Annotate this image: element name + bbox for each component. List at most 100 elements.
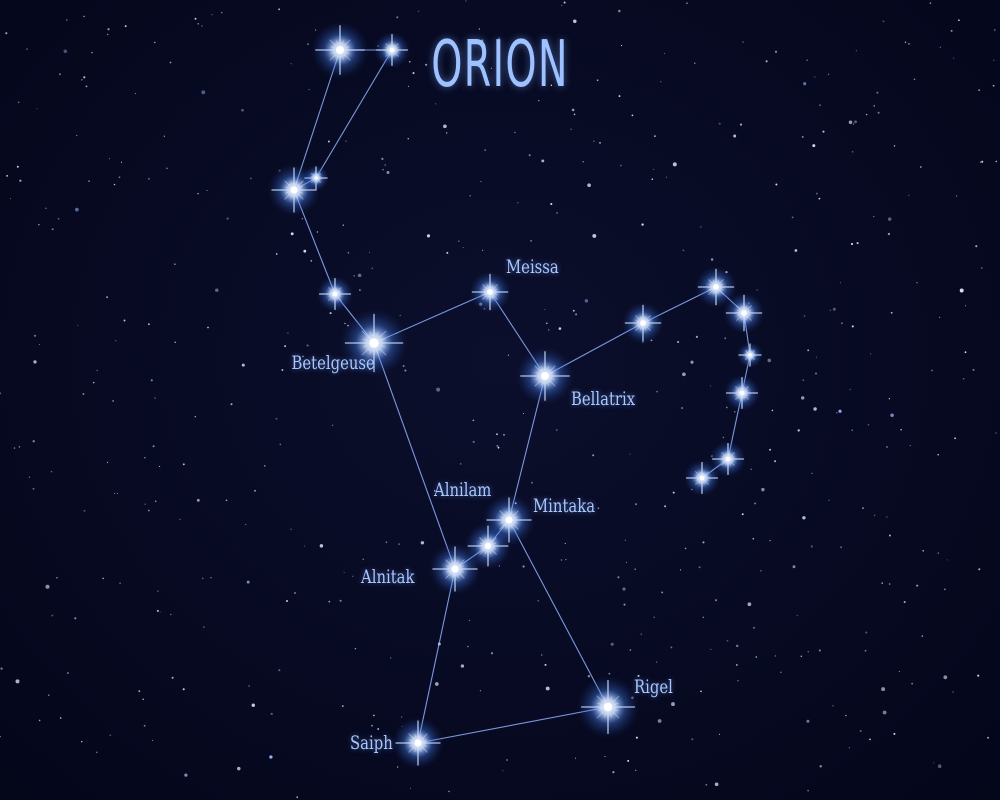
background-star: [284, 345, 287, 348]
background-star: [275, 417, 278, 420]
background-star: [572, 309, 575, 312]
background-star: [409, 787, 412, 789]
background-star: [169, 61, 172, 64]
background-star: [845, 714, 847, 717]
background-star: [812, 144, 816, 148]
background-star: [19, 179, 22, 182]
background-star: [774, 460, 777, 463]
background-star: [876, 91, 879, 94]
background-star: [115, 340, 117, 342]
background-star: [482, 249, 484, 251]
background-star: [573, 19, 577, 24]
star-alnitak: [429, 543, 481, 595]
background-star: [436, 387, 441, 392]
background-star: [148, 323, 150, 326]
background-star: [774, 655, 777, 657]
background-star: [946, 559, 948, 561]
background-star: [888, 534, 891, 537]
background-star: [119, 582, 121, 585]
background-star: [306, 344, 309, 347]
background-star: [538, 100, 540, 102]
background-star: [887, 232, 891, 236]
background-star: [807, 651, 809, 653]
background-star: [962, 377, 965, 380]
background-star: [634, 568, 636, 570]
background-star: [995, 432, 997, 434]
background-star: [182, 463, 185, 466]
background-star: [888, 583, 891, 585]
background-star: [310, 260, 313, 262]
background-star: [281, 368, 284, 372]
background-star: [400, 716, 403, 718]
background-star: [724, 337, 726, 339]
background-star: [556, 212, 558, 214]
background-star: [714, 599, 718, 602]
background-star: [342, 224, 344, 226]
star-shield2: [695, 266, 737, 308]
background-star: [718, 733, 721, 735]
background-star: [725, 406, 728, 409]
background-star: [545, 686, 550, 691]
background-star: [496, 444, 499, 447]
background-star: [194, 17, 197, 20]
background-star: [26, 48, 28, 50]
background-star: [245, 523, 247, 525]
background-star: [886, 446, 888, 448]
star-rigel: [576, 675, 640, 739]
background-star: [81, 741, 83, 743]
background-star: [634, 503, 638, 506]
background-star: [88, 180, 90, 182]
background-star: [922, 549, 925, 552]
background-star: [381, 157, 384, 160]
background-star: [303, 545, 305, 547]
background-star: [479, 690, 481, 692]
background-star: [573, 113, 576, 116]
background-star: [5, 32, 8, 35]
background-star: [733, 410, 736, 413]
background-star: [528, 154, 531, 157]
background-star: [32, 487, 35, 490]
background-star: [329, 312, 332, 315]
background-star: [385, 541, 388, 544]
background-star: [742, 41, 744, 43]
background-star: [864, 649, 867, 652]
background-star: [237, 766, 241, 771]
background-star: [144, 457, 146, 459]
background-star: [134, 93, 136, 95]
background-star: [856, 242, 859, 245]
background-star: [575, 313, 578, 316]
background-star: [811, 472, 813, 474]
background-star: [109, 734, 112, 737]
star-shield6: [709, 440, 747, 478]
background-star: [852, 123, 855, 125]
background-star: [341, 705, 344, 708]
background-star: [531, 481, 533, 484]
background-star: [851, 150, 854, 153]
background-star: [933, 762, 935, 764]
background-star: [718, 122, 721, 125]
background-star: [396, 16, 399, 19]
background-star: [909, 445, 911, 447]
background-star: [490, 67, 493, 69]
background-star: [154, 500, 157, 503]
background-star: [303, 249, 307, 253]
background-star: [828, 499, 830, 501]
background-star: [17, 101, 20, 104]
background-star: [546, 322, 548, 325]
background-star: [433, 490, 436, 492]
background-star: [750, 468, 752, 471]
background-star: [904, 41, 907, 43]
background-star: [13, 447, 16, 449]
background-star: [617, 576, 620, 579]
background-star: [106, 296, 108, 298]
background-star: [147, 509, 150, 512]
background-star: [819, 104, 821, 106]
background-star: [319, 544, 324, 548]
background-star: [354, 648, 357, 650]
background-star: [806, 719, 810, 723]
background-star: [51, 614, 54, 617]
star-saiph: [392, 717, 444, 769]
background-star: [691, 738, 694, 741]
background-star: [679, 569, 682, 571]
background-star: [194, 415, 197, 418]
